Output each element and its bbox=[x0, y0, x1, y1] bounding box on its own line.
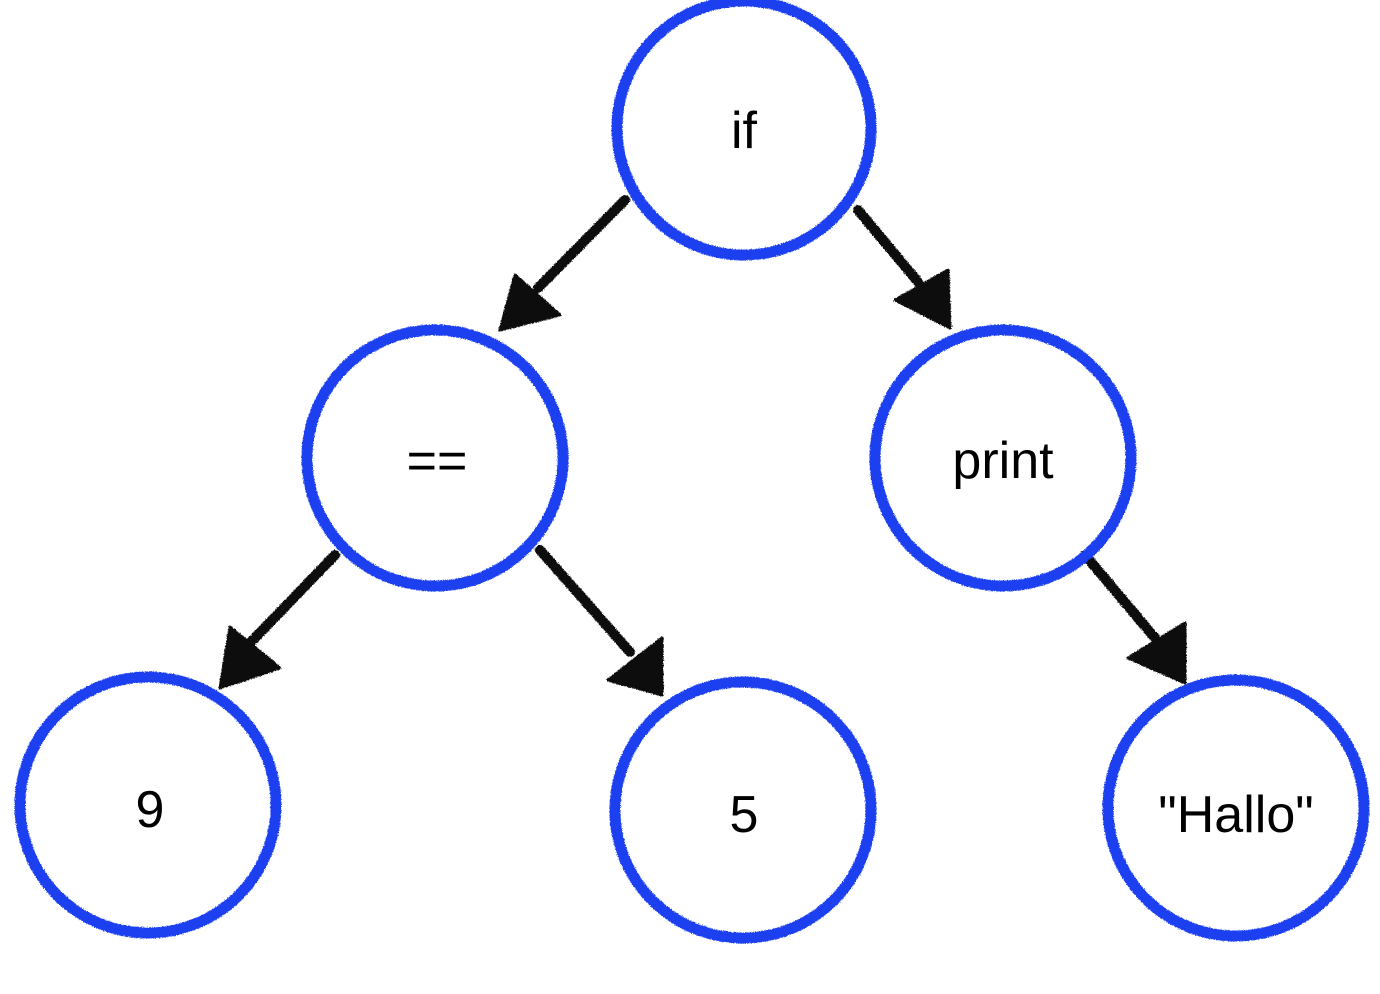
node-equals: == bbox=[301, 324, 569, 592]
node-label-if: if bbox=[731, 102, 758, 160]
node-label-equals: == bbox=[407, 432, 468, 490]
node-label-print: print bbox=[952, 432, 1054, 490]
node-label-nine: 9 bbox=[136, 781, 165, 839]
edge-eq-to-five bbox=[535, 545, 664, 697]
node-five: 5 bbox=[609, 676, 877, 944]
edge-if-to-print bbox=[853, 205, 952, 330]
node-print: print bbox=[869, 324, 1137, 592]
node-if: if bbox=[611, 0, 877, 261]
node-label-hallo: "Hallo" bbox=[1158, 786, 1313, 844]
edges bbox=[218, 195, 1187, 697]
edge-if-to-eq bbox=[498, 195, 630, 332]
edge-eq-to-nine bbox=[218, 550, 340, 690]
node-label-five: 5 bbox=[730, 786, 759, 844]
node-nine: 9 bbox=[14, 671, 282, 939]
node-hallo: "Hallo" bbox=[1102, 674, 1370, 942]
edge-print-to-hallo bbox=[1080, 550, 1187, 685]
